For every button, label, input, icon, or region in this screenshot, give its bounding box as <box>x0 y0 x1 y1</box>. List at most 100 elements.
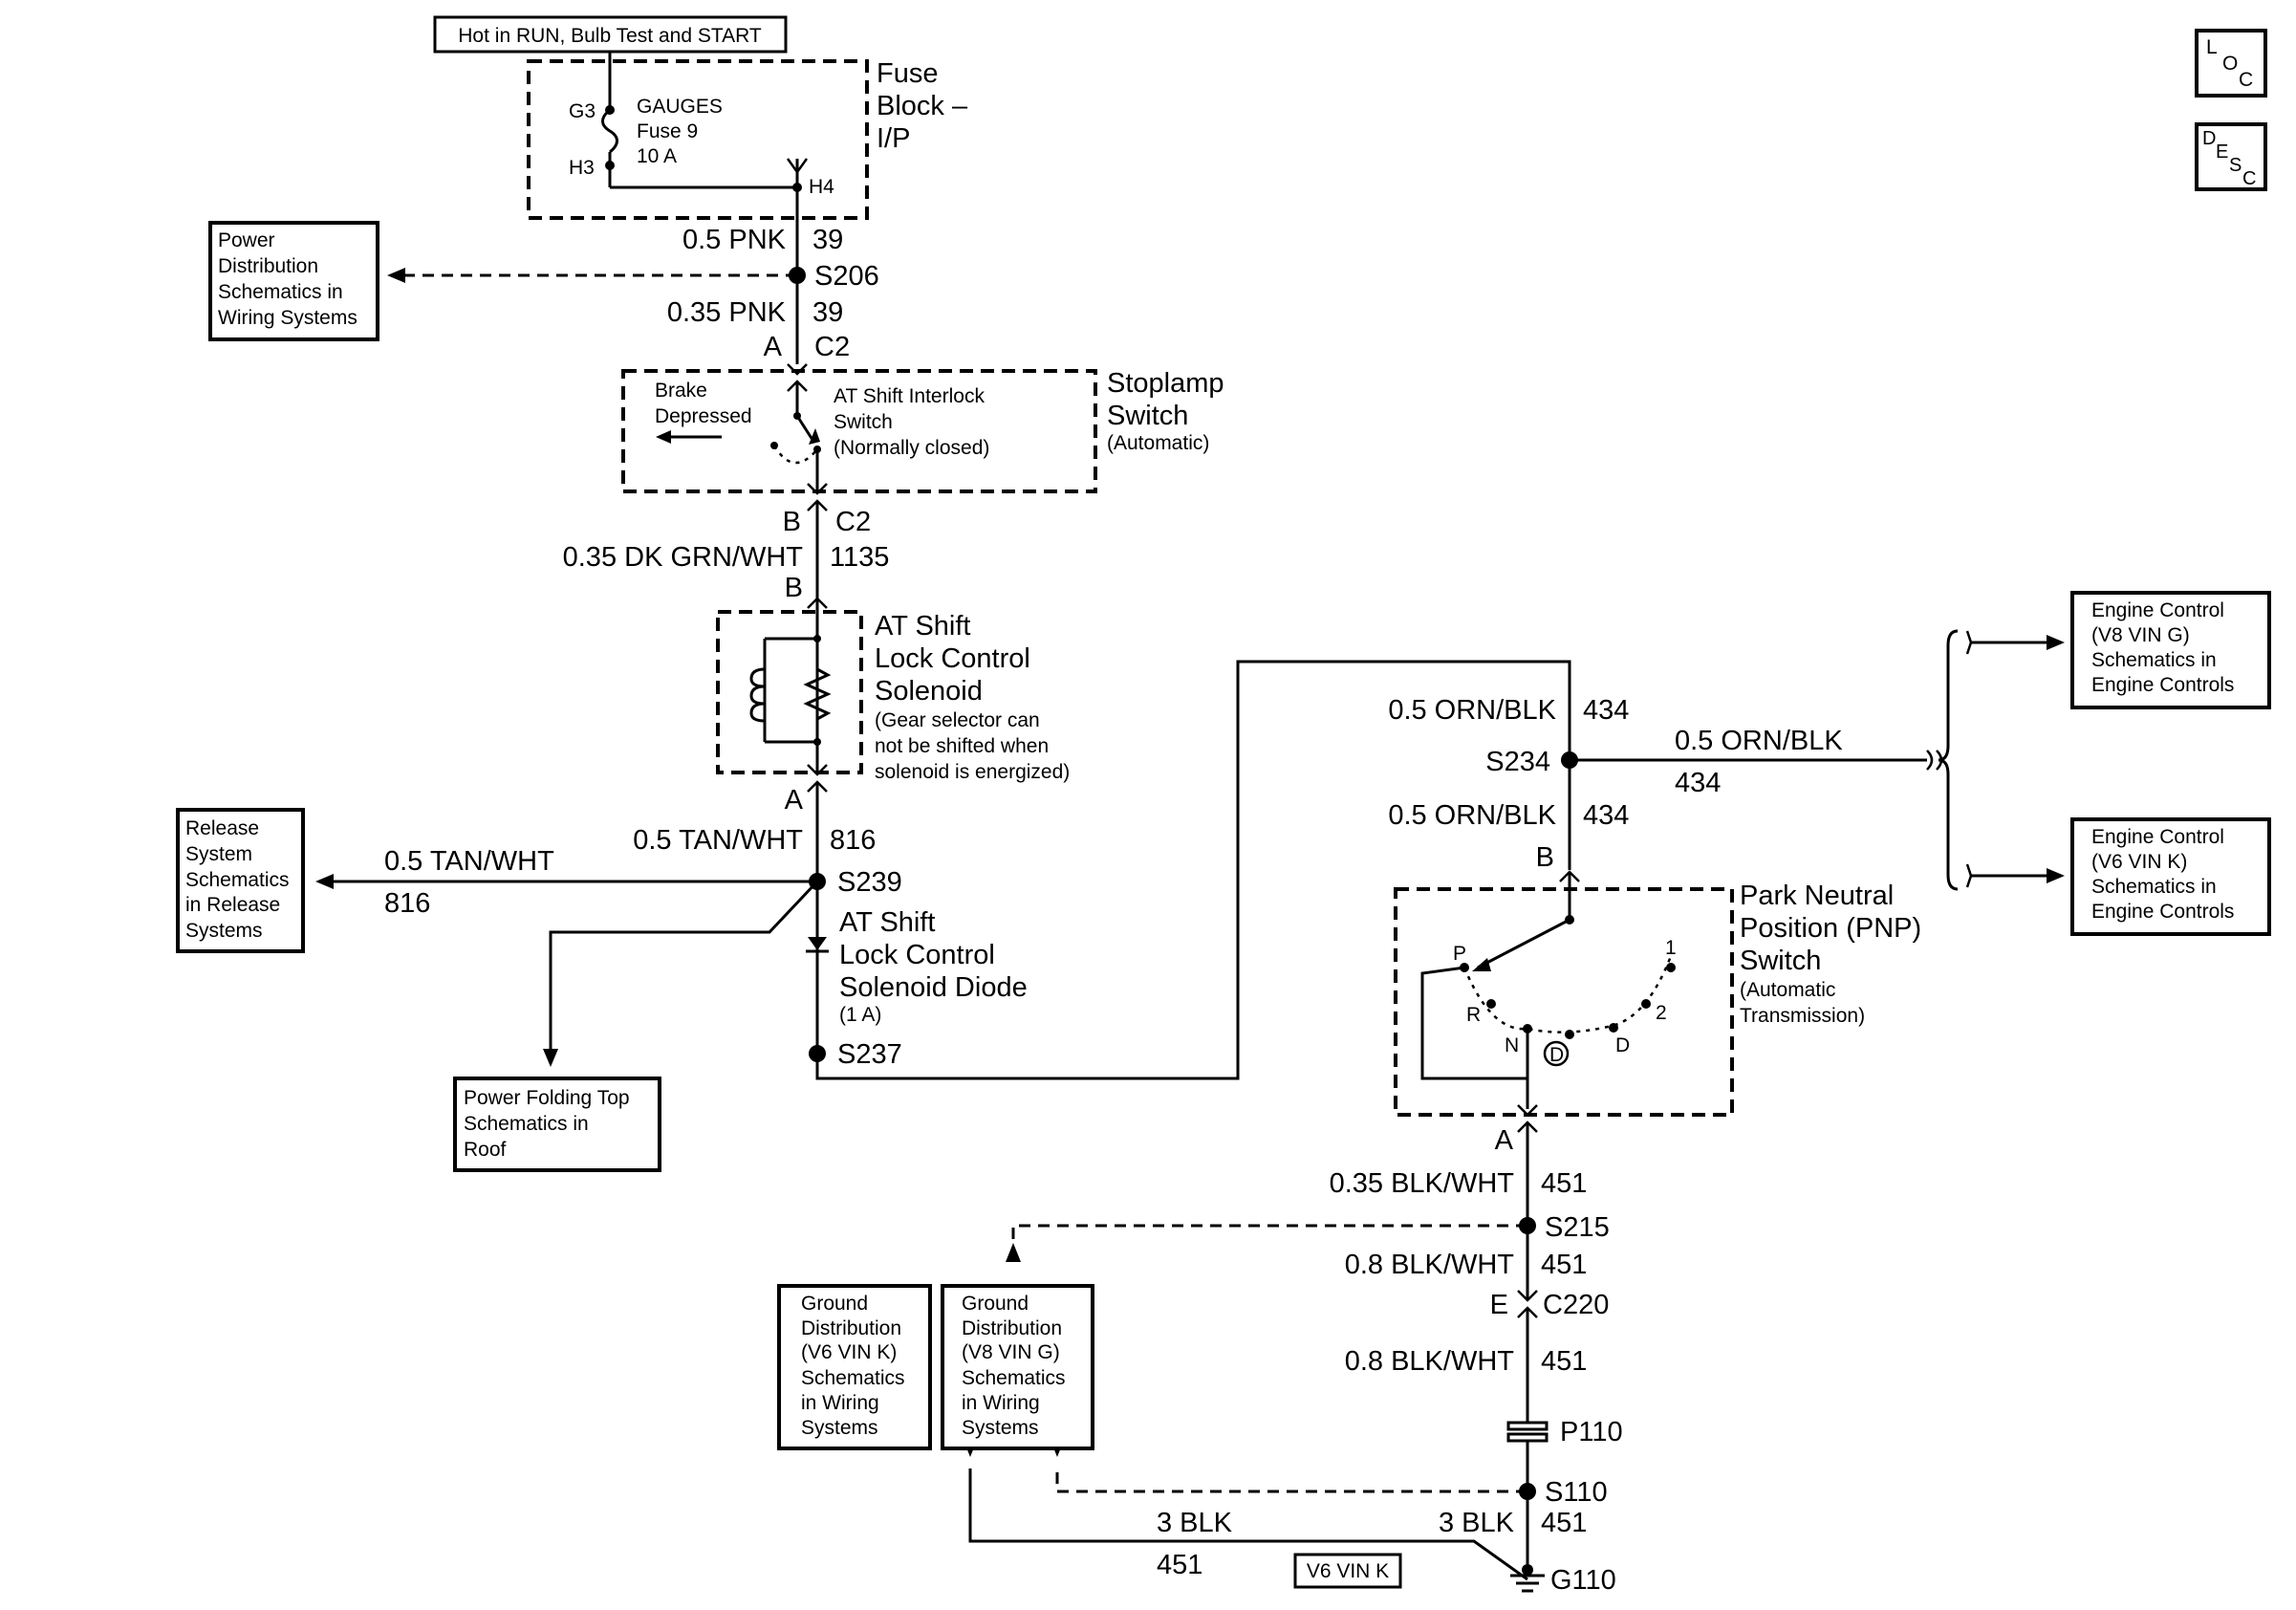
stoplamp-switch: Brake Depressed AT Shift Interlock Switc… <box>621 368 1224 493</box>
svg-text:Engine Control: Engine Control <box>2091 826 2224 848</box>
c2-pin-a: A <box>764 332 783 362</box>
p110-label: P110 <box>1560 1417 1623 1447</box>
ref-engine-control-v8[interactable]: Engine Control (V8 VIN G) Schematics in … <box>2070 591 2271 709</box>
pnp-pos-d-circle: D <box>1549 1044 1564 1066</box>
solenoid-title-2: Lock Control <box>875 643 1030 674</box>
interlock-label-1: AT Shift Interlock <box>834 385 985 407</box>
wire-39a-circuit: 39 <box>812 225 843 255</box>
stoplamp-title-2: Switch <box>1107 401 1188 431</box>
fuse-rating: 10 A <box>637 145 677 167</box>
diode-title-1: AT Shift <box>839 907 935 938</box>
splice-s206-label: S206 <box>814 261 879 292</box>
brake-arrow-icon <box>656 430 671 444</box>
arrow-right-icon <box>2047 868 2065 883</box>
svg-text:Engine Controls: Engine Controls <box>2091 901 2234 923</box>
pin-g3: G3 <box>569 100 596 122</box>
diode-title-3: Solenoid Diode <box>839 972 1028 1003</box>
ref-power-distribution[interactable]: Power Distribution Schematics in Wiring … <box>208 221 379 341</box>
solenoid-pin-b: B <box>785 573 803 603</box>
ref-ground-distribution-v8[interactable]: Ground Distribution (V8 VIN G) Schematic… <box>941 1284 1094 1450</box>
arrow-left-icon <box>315 874 334 889</box>
svg-text:Distribution: Distribution <box>962 1317 1062 1339</box>
svg-text:Ground: Ground <box>801 1293 868 1315</box>
c220-pin: E <box>1490 1290 1508 1320</box>
ref-engine-control-v6[interactable]: Engine Control (V6 VIN K) Schematics in … <box>2070 817 2271 936</box>
fuse-name: GAUGES <box>637 96 723 118</box>
svg-text:(V6 VIN K): (V6 VIN K) <box>2091 851 2187 873</box>
wire-1135-circuit: 1135 <box>830 542 889 573</box>
wire-434a-label: 0.5 ORN/BLK <box>1388 695 1556 726</box>
brace-icon <box>1938 629 1959 891</box>
ref-power-folding-top[interactable]: Power Folding Top Schematics in Roof <box>453 1077 661 1172</box>
svg-text:C: C <box>2239 69 2253 91</box>
wire-816-circuit: 816 <box>830 825 876 856</box>
svg-text:O: O <box>2222 53 2238 75</box>
p110-icon <box>1506 1421 1549 1431</box>
ref-release-system[interactable]: Release System Schematics in Release Sys… <box>176 808 305 953</box>
wire-451c-circuit: 451 <box>1541 1346 1587 1377</box>
solenoid-note-1: (Gear selector can <box>875 709 1040 731</box>
svg-text:C: C <box>2242 168 2256 189</box>
svg-text:in Wiring: in Wiring <box>962 1392 1040 1414</box>
solenoid-note-2: not be shifted when <box>875 735 1049 757</box>
arrow-up-icon <box>1006 1243 1021 1262</box>
pin-h4: H4 <box>809 176 834 198</box>
svg-text:Ground: Ground <box>962 1293 1029 1315</box>
stoplamp-title-1: Stoplamp <box>1107 368 1224 399</box>
wire-451b-circuit: 451 <box>1541 1250 1587 1280</box>
svg-text:Power: Power <box>218 229 275 251</box>
desc-icon[interactable]: D E S C <box>2195 122 2267 191</box>
splice-s215-label: S215 <box>1545 1212 1610 1243</box>
svg-text:Wiring Systems: Wiring Systems <box>218 307 357 329</box>
svg-text:(V8 VIN G): (V8 VIN G) <box>2091 624 2190 646</box>
svg-text:L: L <box>2206 36 2218 58</box>
svg-text:Schematics: Schematics <box>185 869 290 891</box>
arrow-right-icon <box>2047 635 2065 650</box>
stoplamp-sub: (Automatic) <box>1107 432 1209 454</box>
g110-label: G110 <box>1550 1565 1616 1596</box>
wire-451a-label: 0.35 BLK/WHT <box>1330 1168 1515 1199</box>
svg-text:E: E <box>2216 141 2228 163</box>
pnp-title-2: Position (PNP) <box>1740 913 1921 944</box>
c2-pin-b: B <box>783 507 801 537</box>
wire-816-label: 0.5 TAN/WHT <box>633 825 803 856</box>
svg-text:Schematics in: Schematics in <box>2091 876 2217 898</box>
ref-ground-distribution-v6[interactable]: Ground Distribution (V6 VIN K) Schematic… <box>777 1284 932 1450</box>
svg-text:System: System <box>185 843 252 865</box>
fuse-block: G3 H3 H4 GAUGES Fuse 9 10 A Fuse Block –… <box>527 58 968 234</box>
pnp-title-3: Switch <box>1740 946 1821 976</box>
svg-text:Engine Control: Engine Control <box>2091 599 2224 621</box>
loc-icon[interactable]: L O C <box>2195 29 2267 98</box>
arrow-left-icon <box>387 268 405 283</box>
c220-name: C220 <box>1543 1290 1609 1320</box>
hot-in-label: Hot in RUN, Bulb Test and START <box>433 15 788 54</box>
pnp-title-1: Park Neutral <box>1740 881 1894 911</box>
svg-text:Schematics in: Schematics in <box>218 281 343 303</box>
pnp-drive-circle <box>1543 1040 1570 1067</box>
svg-text:Engine Controls: Engine Controls <box>2091 674 2234 696</box>
interlock-label-3: (Normally closed) <box>834 437 989 459</box>
pnp-sub-1: (Automatic <box>1740 979 1835 1001</box>
pnp-pos-1: 1 <box>1665 937 1677 959</box>
pnp-pos-p: P <box>1453 943 1466 965</box>
svg-text:Systems: Systems <box>801 1417 878 1439</box>
svg-text:Schematics: Schematics <box>801 1367 905 1389</box>
wire-434a-circuit: 434 <box>1583 695 1629 726</box>
wire-816-left-circuit: 816 <box>384 888 430 919</box>
wire-434b-circuit: 434 <box>1583 800 1629 831</box>
pnp-pos-n: N <box>1505 1034 1519 1056</box>
splice-s239-label: S239 <box>837 867 902 898</box>
pnp-sub-2: Transmission) <box>1740 1005 1865 1027</box>
wire-434b-label: 0.5 ORN/BLK <box>1388 800 1556 831</box>
wire-451-right-label: 3 BLK <box>1439 1508 1515 1538</box>
v6-vin-k-tag: V6 VIN K <box>1293 1553 1402 1589</box>
svg-text:in Release: in Release <box>185 894 280 916</box>
pnp-pos-2: 2 <box>1656 1002 1667 1024</box>
diode-icon <box>808 937 827 950</box>
brake-label-2: Depressed <box>655 405 752 427</box>
svg-text:Systems: Systems <box>185 920 263 942</box>
arrow-down-icon <box>543 1049 558 1067</box>
shift-lock-solenoid: AT Shift Lock Control Solenoid (Gear sel… <box>716 598 1070 783</box>
interlock-label-2: Switch <box>834 411 893 433</box>
